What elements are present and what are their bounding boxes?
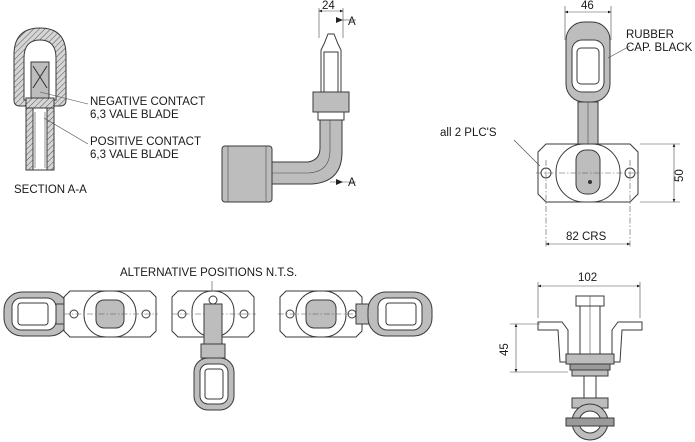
positive-contact-spec: 6,3 VALE BLADE [90,149,179,161]
alternative-positions-label: ALTERNATIVE POSITIONS N.T.S. [120,267,297,279]
hole-centres-dimension: 82 CRS [566,231,607,243]
bracket-length-dimension: 102 [578,272,597,284]
alternative-position-left [3,290,158,338]
section-title: SECTION A-A [14,184,87,196]
top-width-dimension: 46 [581,0,594,12]
section-view [13,27,89,171]
plan-view [513,6,680,248]
alternative-position-down [171,290,256,411]
negative-contact-label: NEGATIVE CONTACT [90,96,205,108]
side-view [221,8,356,203]
all-plcs-label: all 2 PLC'S [440,127,497,139]
height-plan-dimension: 50 [674,169,686,182]
alternative-position-right [278,290,433,338]
bracket-elevation [510,282,643,441]
section-marker-top: A [348,16,356,28]
negative-contact-spec: 6,3 VALE BLADE [90,109,179,121]
section-marker-bottom: A [348,177,356,189]
rubber-cap-colour: CAP. BLACK [626,42,693,54]
positive-contact-label: POSITIVE CONTACT [90,136,201,148]
rubber-cap-label: RUBBER [626,29,674,41]
bracket-height-dimension: 45 [499,343,511,356]
side-width-dimension: 24 [322,0,335,12]
